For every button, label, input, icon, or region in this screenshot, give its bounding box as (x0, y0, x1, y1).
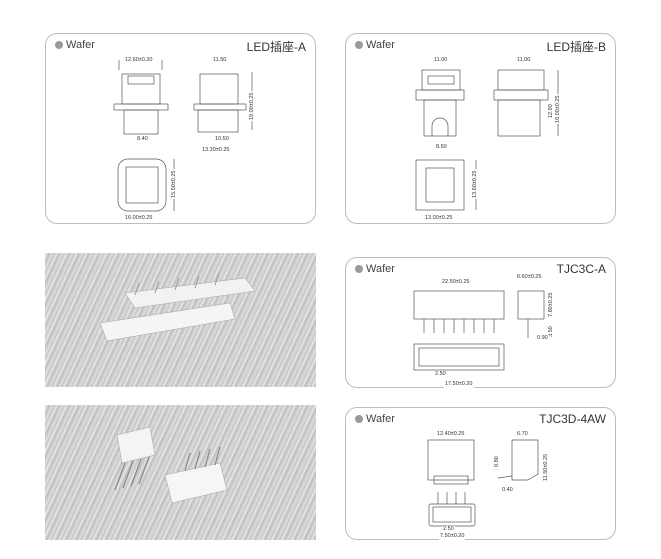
dimension-label: 11.00 (516, 57, 532, 64)
dimension-label: 10.50 (214, 136, 230, 143)
panel-tjc3d-4aw: Wafer TJC3D-4AW 12.40±0.25 6.70 0.80 11.… (345, 407, 616, 540)
product-photo-tjc3c (45, 253, 316, 387)
model-name: LED插座-B (546, 40, 606, 54)
panel-led-a: Wafer LED插座-A 12.60±0.20 11.50 19.00±0.2… (45, 33, 316, 224)
bullet-icon (355, 415, 363, 423)
dimension-label: 13.60±0.25 (472, 169, 479, 199)
model-name: TJC3C-A (556, 262, 606, 276)
dimension-label: 7.80±0.25 (548, 291, 555, 318)
dimension-label: 8.40 (136, 136, 149, 143)
dimension-label: 15.50±0.25 (171, 169, 178, 199)
connector-image (99, 272, 256, 342)
dimension-label: 0.80 (494, 455, 501, 468)
dimension-label: 7.50±0.20 (439, 533, 466, 540)
dimension-label: 17.50±0.20 (444, 381, 474, 388)
dimension-label: 2.50 (442, 526, 455, 533)
dimension-label: 8.50 (435, 144, 448, 151)
dimension-label: 18.00±0.25 (555, 94, 562, 124)
panel-led-b: Wafer LED插座-B 11.00 11.00 12.90 18.00±0.… (345, 33, 616, 224)
product-photo-tjc3d (45, 405, 316, 540)
dimension-label: 11.50 (212, 57, 228, 64)
drawing-led-b (415, 69, 559, 211)
bullet-icon (55, 41, 63, 49)
dimension-label: 11.00 (433, 57, 449, 64)
dimension-label: 0.90 (536, 335, 549, 342)
dimension-label: 11.50±0.25 (543, 452, 550, 482)
dimension-label: 13.30±0.25 (201, 147, 231, 154)
dimension-label: 16.00±0.25 (124, 215, 154, 222)
dimension-label: 6.60±0.25 (516, 274, 543, 281)
dimension-label: 12.60±0.20 (124, 57, 154, 64)
dimension-label: 13.00±0.25 (424, 215, 454, 222)
series-label: Wafer (355, 263, 395, 275)
series-label: Wafer (55, 39, 95, 51)
drawing-tjc3c-a (413, 290, 545, 371)
model-name: LED插座-A (246, 40, 306, 54)
model-name: TJC3D-4AW (539, 412, 606, 426)
connector-image (114, 426, 228, 504)
dimension-label: 6.70 (516, 431, 529, 438)
bullet-icon (355, 265, 363, 273)
dimension-label: 3.50 (548, 325, 555, 338)
bullet-icon (355, 41, 363, 49)
panel-tjc3c-a: Wafer TJC3C-A 22.50±0.25 6.60±0.25 7.80±… (345, 257, 616, 388)
dimension-label: 12.90 (548, 103, 555, 119)
dimension-label: 2.50 (434, 371, 447, 378)
dimension-label: 0.40 (501, 487, 514, 494)
drawing-led-a (113, 60, 253, 212)
dimension-label: 12.40±0.25 (436, 431, 466, 438)
series-label: Wafer (355, 413, 395, 425)
series-label: Wafer (355, 39, 395, 51)
drawing-tjc3d-4aw (427, 439, 539, 527)
dimension-label: 22.50±0.25 (441, 279, 471, 286)
dimension-label: 19.00±0.25 (249, 91, 256, 121)
